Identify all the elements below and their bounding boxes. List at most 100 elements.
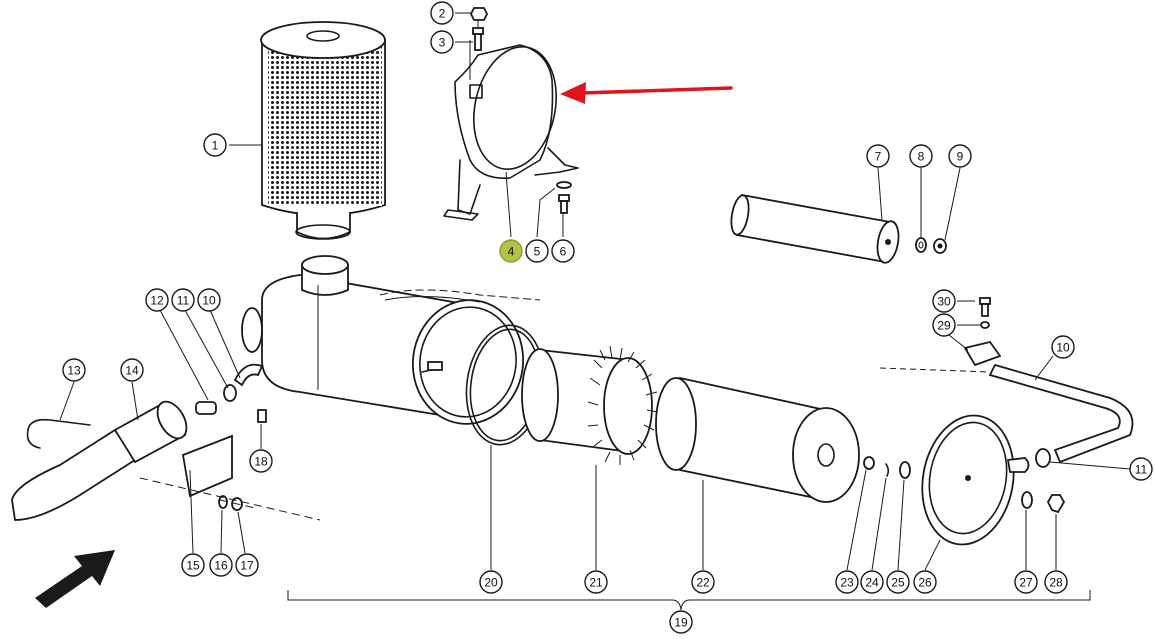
hose-clamp-part-11-left	[223, 384, 237, 402]
callout-number: 10	[202, 294, 216, 308]
callout-number: 1	[212, 139, 219, 153]
intake-connector-part-14	[113, 400, 188, 464]
valve-part-29	[963, 340, 1002, 367]
callout-7: 7	[866, 144, 890, 168]
callout-10-2: 10	[1051, 335, 1075, 359]
callout-19: 19	[669, 610, 693, 634]
vane-insert-part-21	[521, 345, 659, 465]
intake-pipe-part-13	[11, 418, 137, 521]
mounting-bracket-part-4	[443, 20, 579, 221]
callout-12: 12	[145, 288, 169, 312]
callout-number: 13	[67, 364, 81, 378]
callout-number: 9	[957, 150, 964, 164]
callout-5: 5	[525, 239, 549, 263]
callout-4: 4	[499, 239, 523, 263]
callout-number: 16	[214, 559, 228, 573]
callout-1: 1	[203, 133, 227, 157]
callout-23: 23	[835, 570, 859, 594]
black-arrow	[35, 550, 115, 608]
callout-number: 28	[1049, 576, 1063, 590]
callout-number: 11	[1135, 463, 1148, 477]
nut-part-2	[469, 7, 489, 21]
screw-part-30	[979, 297, 991, 329]
callout-8: 8	[909, 144, 933, 168]
clip-part-24	[885, 463, 890, 477]
callout-20: 20	[479, 570, 503, 594]
callout-number: 6	[560, 245, 567, 259]
callout-number: 11	[177, 294, 190, 308]
callout-13: 13	[62, 358, 86, 382]
washer-part-8	[915, 237, 927, 253]
bracket-part-15	[181, 434, 233, 498]
end-cover-part-26	[921, 414, 1030, 546]
callout-29: 29	[932, 313, 956, 337]
filter-housing	[241, 255, 541, 425]
callout-number: 14	[125, 364, 139, 378]
callout-24: 24	[860, 570, 884, 594]
callout-11: 11	[171, 288, 195, 312]
callout-number: 10	[1056, 341, 1070, 355]
hose-part-10-right	[879, 363, 1134, 464]
red-arrow	[560, 82, 733, 104]
callout-26: 26	[913, 570, 937, 594]
callout-number: 2	[439, 7, 446, 21]
callout-16: 16	[209, 553, 233, 577]
washer-part-27	[1021, 491, 1033, 509]
hose-part-10-left	[233, 363, 264, 387]
callout-22: 22	[691, 570, 715, 594]
main-filter-element-part-22	[655, 376, 860, 503]
hose-stub-part-12	[195, 401, 217, 415]
callout-17: 17	[235, 553, 259, 577]
callout-number: 3	[439, 36, 446, 50]
washer-part-5	[556, 181, 572, 189]
callout-number: 8	[918, 150, 925, 164]
callout-6: 6	[551, 239, 575, 263]
callout-3: 3	[430, 30, 454, 54]
callout-number: 24	[865, 576, 879, 590]
bolt-part-6	[558, 194, 570, 214]
callout-11-3: 11	[1129, 457, 1153, 481]
callout-14: 14	[120, 358, 144, 382]
callout-21: 21	[584, 570, 608, 594]
callout-15: 15	[181, 553, 205, 577]
callout-28: 28	[1044, 570, 1068, 594]
callout-number: 27	[1019, 576, 1033, 590]
callout-2: 2	[430, 1, 454, 25]
precleaner-part-1	[260, 21, 386, 240]
callout-number: 15	[186, 559, 200, 573]
callout-number: 21	[589, 576, 603, 590]
callout-number: 7	[875, 150, 882, 164]
callout-number: 18	[254, 455, 268, 469]
callout-18: 18	[249, 449, 273, 473]
bolt-part-3	[472, 27, 484, 51]
callout-10: 10	[197, 288, 221, 312]
callout-number: 29	[937, 319, 951, 333]
safety-filter-part-7	[730, 193, 900, 264]
callout-30: 30	[932, 289, 956, 313]
washer-part-25	[899, 461, 911, 479]
callout-9: 9	[948, 144, 972, 168]
nut-part-9	[933, 238, 947, 254]
bolt-part-18	[257, 409, 267, 423]
callout-25: 25	[886, 570, 910, 594]
callout-number: 19	[674, 616, 688, 630]
callout-number: 23	[840, 576, 854, 590]
callout-number: 5	[534, 245, 541, 259]
callout-27: 27	[1014, 570, 1038, 594]
callout-number: 4	[508, 245, 515, 259]
wing-nut-part-28	[1046, 494, 1066, 514]
callout-number: 20	[484, 576, 498, 590]
callout-number: 17	[240, 559, 254, 573]
hose-clamp-part-11-right	[1035, 448, 1051, 468]
callout-number: 22	[696, 576, 710, 590]
callout-number: 25	[891, 576, 905, 590]
assembly-lines	[139, 477, 321, 521]
leader-lines	[59, 12, 1131, 571]
callout-number: 12	[150, 294, 164, 308]
callout-number: 26	[918, 576, 932, 590]
group-bracket-part-19	[287, 590, 1091, 611]
callout-number: 30	[937, 295, 951, 309]
nut-part-23	[863, 456, 875, 470]
